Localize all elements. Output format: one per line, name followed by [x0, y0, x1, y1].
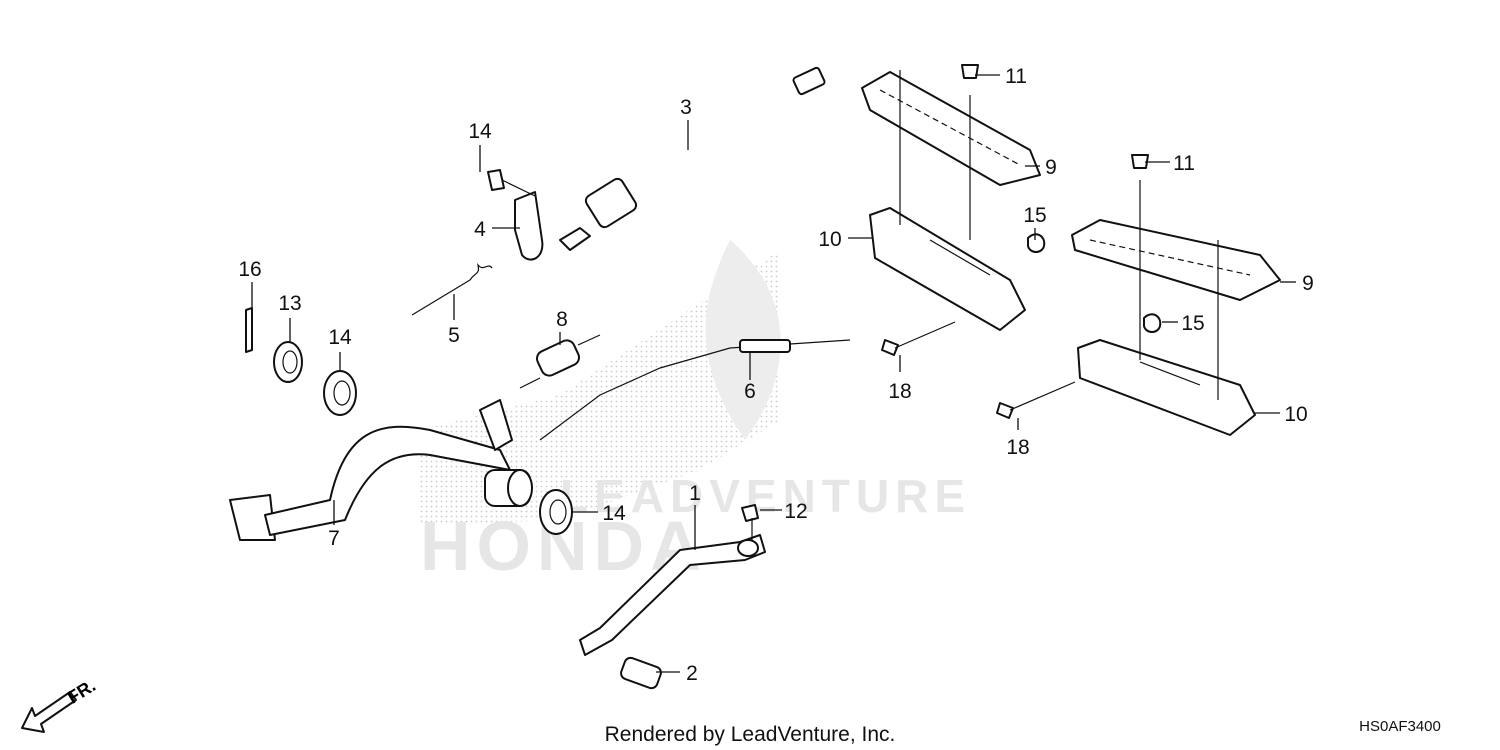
- callout-3[interactable]: 3: [680, 96, 692, 119]
- part-bracket: [514, 191, 544, 261]
- diagram-code: HS0AF3400: [1359, 718, 1441, 735]
- callout-9-lower[interactable]: 9: [1302, 272, 1314, 295]
- callout-2[interactable]: 2: [686, 662, 698, 685]
- part-switch-cable: [559, 66, 826, 251]
- callout-5[interactable]: 5: [448, 324, 460, 347]
- callout-15-upper[interactable]: 15: [1023, 204, 1046, 227]
- front-direction-indicator: FR.: [21, 675, 99, 733]
- watermark: HONDA LEADVENTURE: [420, 240, 971, 585]
- callout-4[interactable]: 4: [474, 218, 486, 241]
- footer-credit: Rendered by LeadVenture, Inc.: [605, 723, 896, 746]
- part-spring-5: [411, 262, 493, 316]
- leader-lines: [251, 74, 1296, 673]
- part-bolt-17: [487, 169, 536, 197]
- callout-16[interactable]: 16: [238, 258, 261, 281]
- part-shift-lever: [579, 534, 766, 690]
- callout-1[interactable]: 1: [689, 482, 701, 505]
- part-footpeg-upper: [861, 64, 1046, 356]
- callout-15-lower[interactable]: 15: [1181, 312, 1204, 335]
- part-brake-pedal: [229, 399, 533, 541]
- part-bolt-12: [741, 504, 759, 540]
- callout-8[interactable]: 8: [556, 308, 568, 331]
- callout-18-upper[interactable]: 18: [888, 380, 911, 403]
- callout-10-upper[interactable]: 10: [818, 228, 841, 251]
- callout-14-lower[interactable]: 14: [602, 502, 626, 525]
- callout-6[interactable]: 6: [744, 380, 756, 403]
- callout-10-lower[interactable]: 10: [1284, 403, 1307, 426]
- callout-14-upper[interactable]: 14: [328, 326, 352, 349]
- watermark-sub: LEADVENTURE: [560, 470, 971, 522]
- part-rod-6: [539, 339, 851, 441]
- part-spring-8: [519, 334, 601, 389]
- callouts: 3 14 4 5 16 13 14 8 6 7 14 1 12 2 11 9 1…: [238, 65, 1314, 685]
- callout-12[interactable]: 12: [784, 500, 807, 523]
- callout-18-lower[interactable]: 18: [1006, 436, 1029, 459]
- part-cotter-pin: [245, 307, 253, 353]
- callout-17[interactable]: 14: [468, 120, 492, 143]
- callout-11-lower[interactable]: 11: [1173, 152, 1195, 175]
- callout-7[interactable]: 7: [328, 527, 340, 550]
- part-seal-14a: [323, 370, 357, 416]
- callout-11-upper[interactable]: 11: [1005, 65, 1027, 88]
- callout-13[interactable]: 13: [278, 292, 301, 315]
- part-seal-14b: [539, 489, 573, 535]
- front-arrow-icon: [21, 691, 77, 733]
- part-washer-13: [273, 341, 303, 383]
- callout-9-upper[interactable]: 9: [1045, 156, 1057, 179]
- part-footpeg-lower: [996, 154, 1281, 436]
